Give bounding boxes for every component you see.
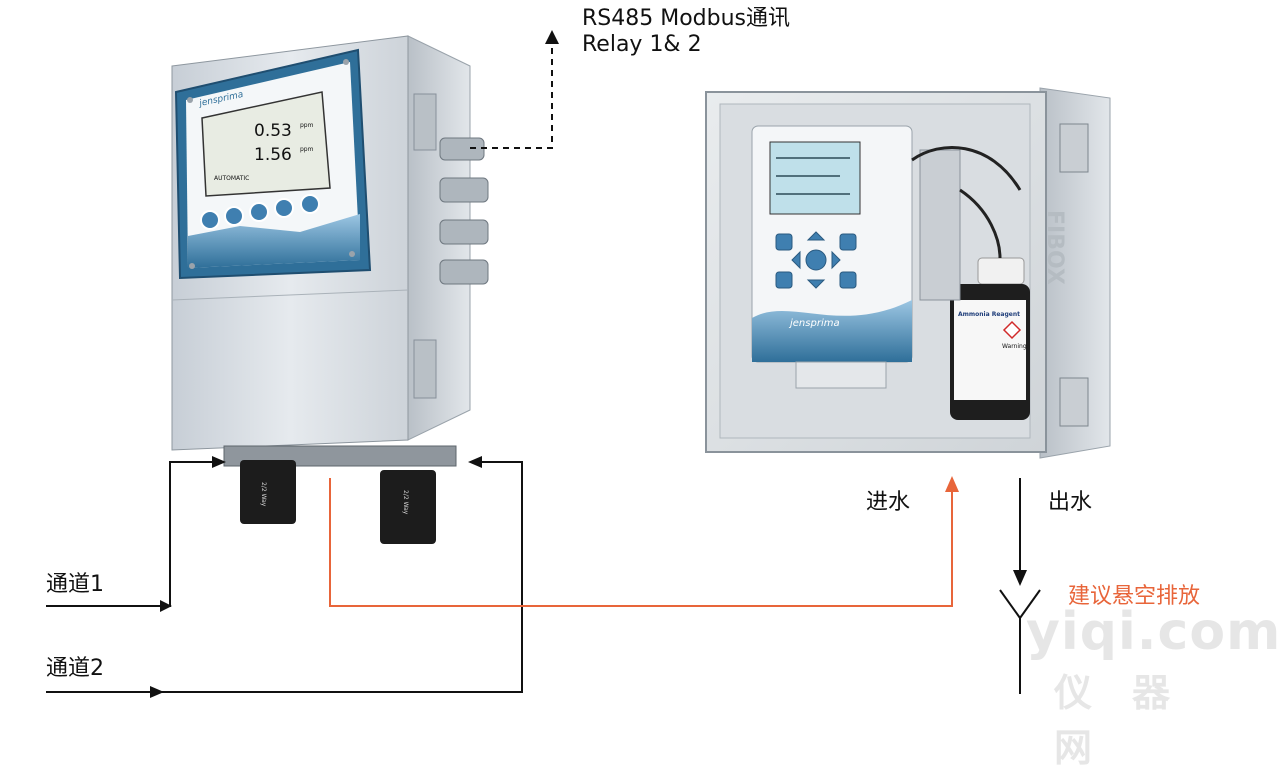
- arrow-right-icon: [212, 456, 226, 468]
- analyzer-brand: jensprima: [788, 318, 840, 329]
- tubing: [911, 146, 1022, 191]
- analyzer-keypad: [775, 231, 857, 289]
- key-ok[interactable]: [839, 271, 857, 289]
- arrow-right-icon: [150, 686, 164, 698]
- channel2-label: 通道2: [46, 656, 104, 681]
- arrow-right-icon: [160, 600, 172, 612]
- key-menu[interactable]: [775, 271, 793, 289]
- panel-wave: [188, 214, 360, 268]
- key-left[interactable]: [791, 250, 801, 270]
- lcd-mode: AUTOMATIC: [214, 175, 249, 182]
- water-out-label: 出水: [1048, 490, 1093, 515]
- lcd-row1-value: 0.53: [254, 121, 292, 141]
- key-down[interactable]: [806, 279, 826, 289]
- key-right[interactable]: [831, 250, 841, 270]
- reagent-cap: [977, 257, 1025, 285]
- controller-lcd: [201, 91, 331, 197]
- reagent-label: [954, 300, 1026, 400]
- warning-text: Warning: [1002, 343, 1027, 350]
- key-help[interactable]: [839, 233, 857, 251]
- svg-text:2/2 Way: 2/2 Way: [402, 490, 409, 515]
- lcd-row2-unit: ppm: [300, 146, 314, 153]
- water-in-label: 进水: [866, 490, 911, 515]
- sample-line: [329, 478, 953, 607]
- hinge-bottom: [413, 339, 437, 399]
- svg-text:2/2 Way: 2/2 Way: [260, 482, 267, 507]
- analyzer-unit: FIBOX jensprima: [705, 87, 1111, 459]
- channel2-line: [46, 461, 523, 693]
- hinge-top: [413, 93, 437, 151]
- button-4[interactable]: [274, 198, 294, 218]
- drain-y-icon: [999, 589, 1041, 694]
- analyzer-wave: [752, 300, 912, 362]
- arrow-down-icon: [1013, 570, 1027, 586]
- button-2[interactable]: [224, 206, 244, 226]
- lcd-row1-unit: ppm: [300, 122, 314, 129]
- drain-note-label: 建议悬空排放: [1068, 584, 1201, 609]
- latch-bottom: [1059, 377, 1089, 427]
- analyzer-lcd-lines: [776, 157, 850, 195]
- solenoid-valve-left: 2/2 Way: [240, 460, 296, 524]
- rs485-dashed-line: [470, 40, 553, 149]
- latch-top: [1059, 123, 1089, 173]
- cable-glands: [439, 137, 489, 285]
- diagram-canvas: jensprima 0.53 ppm 1.56 ppm AUTOMATIC 2/…: [46, 6, 1280, 770]
- watermark: yiqi.com: [1026, 602, 1280, 662]
- key-center[interactable]: [805, 249, 827, 271]
- solenoid-valve-right: 2/2 Way: [380, 470, 436, 544]
- lcd-row2-value: 1.56: [254, 145, 292, 165]
- reagent-label-text: Ammonia Reagent: [958, 311, 1020, 318]
- button-3[interactable]: [249, 202, 269, 222]
- button-5[interactable]: [300, 194, 320, 214]
- watermark-sub: 仪器网: [1054, 671, 1211, 770]
- controller-buttons: [200, 194, 320, 230]
- tubing-2: [959, 188, 1002, 259]
- key-escape[interactable]: [775, 233, 793, 251]
- arrow-up-icon: [545, 30, 559, 44]
- channel1-label: 通道1: [46, 572, 104, 597]
- relay-label: Relay 1& 2: [582, 32, 702, 57]
- arrow-left-icon: [468, 456, 482, 468]
- diagram-svg: jensprima 0.53 ppm 1.56 ppm AUTOMATIC 2/…: [46, 30, 1111, 698]
- panel-screws: [187, 59, 355, 269]
- button-1[interactable]: [200, 210, 220, 230]
- flow-cell: [919, 149, 961, 301]
- key-up[interactable]: [806, 231, 826, 241]
- channel1-line: [46, 461, 214, 607]
- controller-unit: jensprima 0.53 ppm 1.56 ppm AUTOMATIC 2/…: [171, 35, 489, 544]
- analyzer-glands: [795, 361, 887, 389]
- warning-diamond-icon: [1002, 320, 1022, 340]
- analyzer-lcd: [769, 141, 861, 215]
- arrow-up-icon: [945, 476, 959, 492]
- rs485-label: RS485 Modbus通讯: [582, 6, 791, 31]
